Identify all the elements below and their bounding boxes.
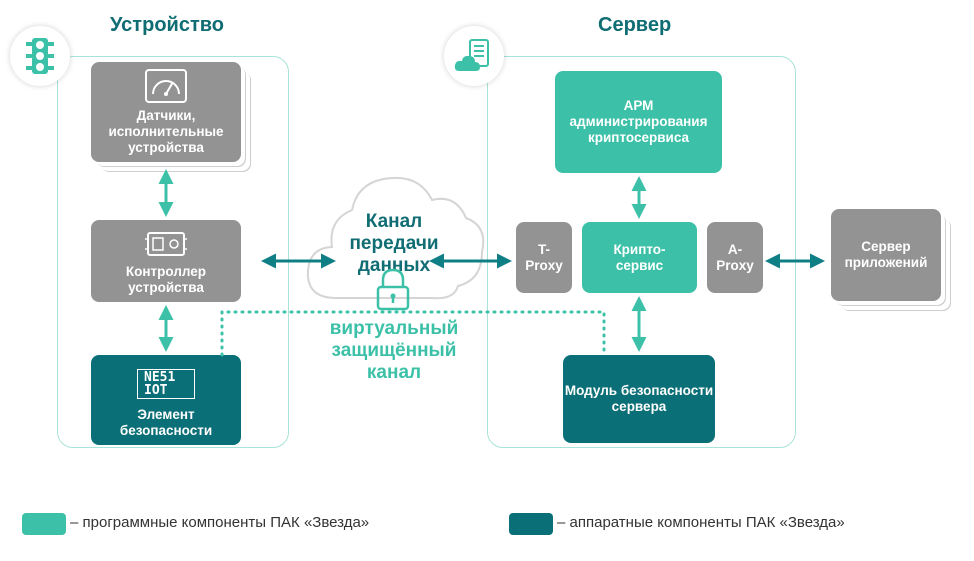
legend-hardware-label: – аппаратные компоненты ПАК «Звезда» bbox=[557, 514, 845, 531]
sensors-box: Датчики, исполнительные устройства bbox=[91, 62, 241, 162]
controller-box: Контроллер устройства bbox=[91, 220, 241, 302]
server-title: Сервер bbox=[598, 14, 672, 36]
server-security-module-label: Модуль безопасности сервера bbox=[564, 383, 714, 414]
legend-hardware-swatch bbox=[509, 513, 553, 535]
server-icon-circle bbox=[444, 26, 504, 86]
controller-board-icon bbox=[145, 232, 187, 256]
aproxy-box: A-Proxy bbox=[707, 222, 763, 293]
crypto-service-box: Крипто-сервис bbox=[582, 222, 697, 293]
server-cloud-icon bbox=[454, 39, 489, 71]
device-title: Устройство bbox=[110, 14, 224, 36]
channel-label: Канал передачи данных bbox=[349, 211, 439, 276]
arm-label: АРМ администрирования криптосервиса bbox=[569, 98, 708, 145]
chip-icon: NE51 IOT bbox=[137, 369, 195, 399]
controller-label: Контроллер устройства bbox=[125, 264, 207, 295]
tproxy-label: T-Proxy bbox=[525, 241, 563, 273]
tproxy-box: T-Proxy bbox=[516, 222, 572, 293]
arm-box: АРМ администрирования криптосервиса bbox=[555, 71, 722, 173]
gauge-icon bbox=[145, 69, 187, 103]
secure-element-box: NE51 IOT Элемент безопасности bbox=[91, 355, 241, 445]
legend-software-label: – программные компоненты ПАК «Звезда» bbox=[70, 514, 370, 531]
chip-text: NE51 IOT bbox=[144, 370, 176, 398]
secure-element-label: Элемент безопасности bbox=[119, 407, 213, 438]
traffic-light-icon bbox=[26, 38, 54, 74]
aproxy-label: A-Proxy bbox=[716, 241, 754, 273]
crypto-service-label: Крипто-сервис bbox=[613, 241, 666, 273]
legend-software-swatch bbox=[22, 513, 66, 535]
app-server-box: Сервер приложений bbox=[831, 209, 941, 301]
server-security-module-box: Модуль безопасности сервера bbox=[563, 355, 715, 443]
device-icon-circle bbox=[10, 26, 70, 86]
virtual-channel-label: виртуальный защищённый канал bbox=[329, 318, 459, 383]
sensors-label: Датчики, исполнительные устройства bbox=[108, 108, 224, 155]
app-server-label: Сервер приложений bbox=[844, 239, 928, 270]
